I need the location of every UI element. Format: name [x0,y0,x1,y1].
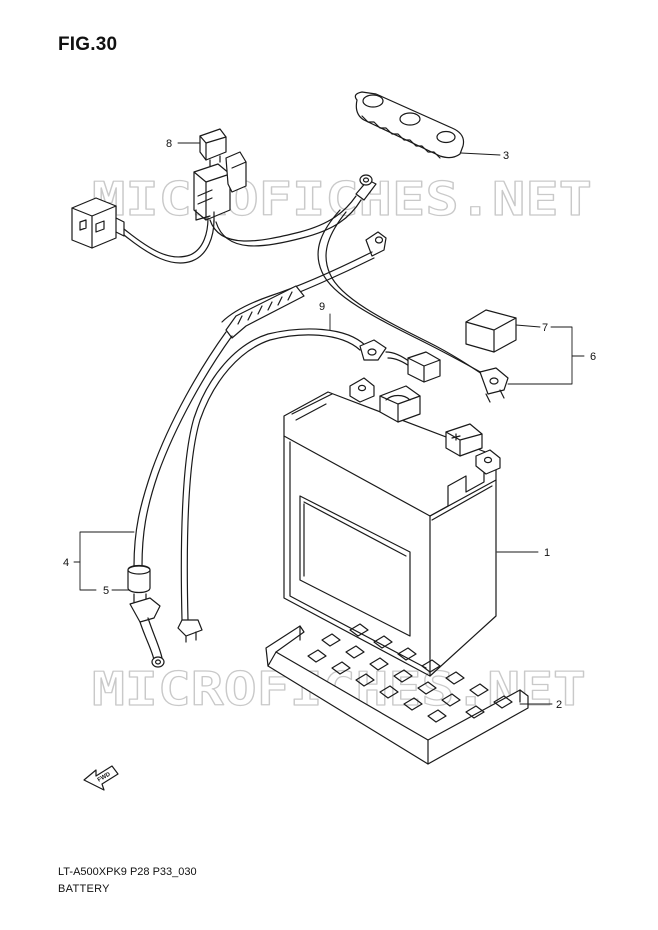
main-cable [133,251,375,567]
ring-terminal-6 [479,367,509,403]
ring-terminal-upper [355,174,387,257]
figure-title: FIG.30 [58,34,118,55]
fuse-part [199,128,227,167]
battery-part [283,377,501,677]
reference-code: LT-A500XPK9 P28 P33_030 [58,866,197,878]
leader-lines [73,142,585,705]
callout-5: 5 [103,585,109,597]
callout-1: 1 [544,547,550,559]
battery-tray-part [265,623,529,765]
terminal-cover-part [465,309,517,353]
cable-boot-part [127,564,165,668]
fuse-holder-part [193,151,247,223]
cable-9 [177,328,441,643]
wire-harness [123,195,489,379]
callout-6: 6 [590,351,596,363]
callout-9: 9 [319,301,325,313]
forward-arrow-icon: FWD [83,765,119,791]
callout-2: 2 [556,699,562,711]
battery-band-part [354,91,465,159]
callout-7: 7 [542,322,548,334]
section-name: BATTERY [58,883,110,895]
callout-4: 4 [63,557,69,569]
callout-8: 8 [166,138,172,150]
tray-grid [307,623,513,723]
callout-3: 3 [503,150,509,162]
harness-connector-left [71,197,125,249]
